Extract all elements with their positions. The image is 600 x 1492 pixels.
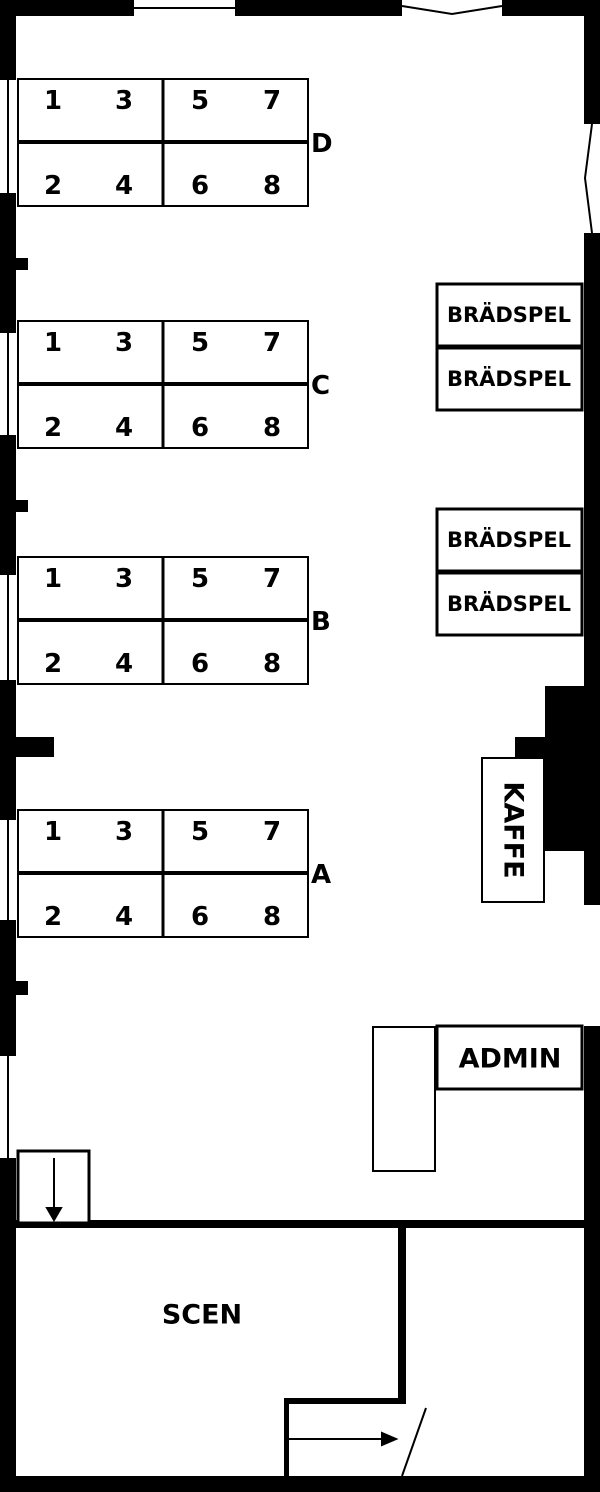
board-game-table-box	[435, 571, 584, 637]
seat-number[interactable]: 4	[115, 649, 133, 679]
admin-desk	[435, 1024, 584, 1091]
left-pillars	[14, 258, 54, 995]
board-game-table-box	[435, 507, 584, 573]
stage-walls	[0, 1220, 600, 1478]
seat-number[interactable]: 8	[263, 902, 281, 932]
seat-number[interactable]: 3	[115, 86, 133, 116]
seat-number[interactable]: 4	[115, 413, 133, 443]
board-game-label: BRÄDSPEL	[447, 591, 571, 616]
seat-number[interactable]: 7	[263, 817, 281, 847]
coffee-counter	[481, 757, 545, 903]
admin-label: ADMIN	[459, 1044, 562, 1075]
coffee-wall-block	[515, 686, 585, 851]
board-game-tables: BRÄDSPEL BRÄDSPEL BRÄDSPEL BRÄDSPEL	[435, 282, 584, 637]
seat-number[interactable]: 6	[191, 413, 209, 443]
seat-number[interactable]: 2	[44, 902, 62, 932]
seat-number[interactable]: 6	[191, 902, 209, 932]
row-label: C	[311, 371, 330, 401]
seat-number[interactable]: 3	[115, 328, 133, 358]
seat-number[interactable]: 7	[263, 564, 281, 594]
seat-number[interactable]: 7	[263, 328, 281, 358]
row-label: D	[311, 129, 333, 159]
seat-number[interactable]: 4	[115, 902, 133, 932]
seat-number[interactable]: 2	[44, 413, 62, 443]
seat-number[interactable]: 1	[44, 86, 62, 116]
exit-door-swing	[401, 1407, 427, 1477]
bottom-wall	[0, 1476, 600, 1492]
top-openings	[134, 5, 503, 16]
seat-number[interactable]: 6	[191, 649, 209, 679]
table-row-b: 1 3 5 7 2 4 6 8B	[17, 556, 331, 685]
stage-label: SCEN	[162, 1300, 242, 1331]
board-game-label: BRÄDSPEL	[447, 366, 571, 391]
board-game-table: BRÄDSPEL	[435, 346, 584, 412]
board-game-label: BRÄDSPEL	[447, 527, 571, 552]
left-wall-seg-2	[0, 193, 16, 333]
seat-number[interactable]: 5	[191, 328, 209, 358]
board-game-table: BRÄDSPEL	[435, 282, 584, 348]
seat-number[interactable]: 5	[191, 564, 209, 594]
seat-number[interactable]: 1	[44, 817, 62, 847]
board-game-table-box	[435, 346, 584, 412]
down-arrow-icon	[45, 1158, 63, 1222]
seat-number[interactable]: 7	[263, 86, 281, 116]
row-label: B	[311, 607, 331, 637]
board-game-table-box	[435, 282, 584, 348]
table-row-d: 1 3 5 7 2 4 6 8D	[17, 78, 333, 207]
seat-number[interactable]: 2	[44, 649, 62, 679]
coffee-label: KAFFE	[498, 781, 529, 878]
table-row-a: 1 3 5 7 2 4 6 8A	[17, 809, 331, 938]
seat-number[interactable]: 1	[44, 564, 62, 594]
table-row-c: 1 3 5 7 2 4 6 8C	[17, 320, 330, 449]
row-label: A	[311, 860, 331, 890]
right-arrow-icon	[289, 1431, 399, 1447]
top-wall-middle	[235, 0, 402, 16]
top-wall-right	[502, 0, 600, 16]
seat-number[interactable]: 5	[191, 817, 209, 847]
left-wall-seg-4	[0, 680, 16, 820]
double-door-top	[401, 5, 503, 16]
right-wall-seg-2	[584, 233, 600, 905]
seat-number[interactable]: 3	[115, 817, 133, 847]
left-wall-seg-1	[0, 0, 16, 80]
left-wall-seg-3	[0, 435, 16, 575]
seat-number[interactable]: 1	[44, 328, 62, 358]
seat-number[interactable]: 3	[115, 564, 133, 594]
right-wall-seg-3	[584, 1026, 600, 1492]
seat-number[interactable]: 6	[191, 171, 209, 201]
double-door-right	[583, 123, 593, 234]
seat-number[interactable]: 8	[263, 649, 281, 679]
admin-side-desk	[372, 1026, 436, 1172]
seat-number[interactable]: 8	[263, 171, 281, 201]
seat-number[interactable]: 8	[263, 413, 281, 443]
board-game-table: BRÄDSPEL	[435, 571, 584, 637]
seat-number[interactable]: 4	[115, 171, 133, 201]
right-wall-seg-1	[584, 0, 600, 124]
seat-number[interactable]: 5	[191, 86, 209, 116]
seat-number[interactable]: 2	[44, 171, 62, 201]
left-wall-seg-5	[0, 920, 16, 1056]
board-game-label: BRÄDSPEL	[447, 302, 571, 327]
top-wall-left	[0, 0, 134, 16]
board-game-table: BRÄDSPEL	[435, 507, 584, 573]
left-wall-seg-6	[0, 1158, 16, 1492]
